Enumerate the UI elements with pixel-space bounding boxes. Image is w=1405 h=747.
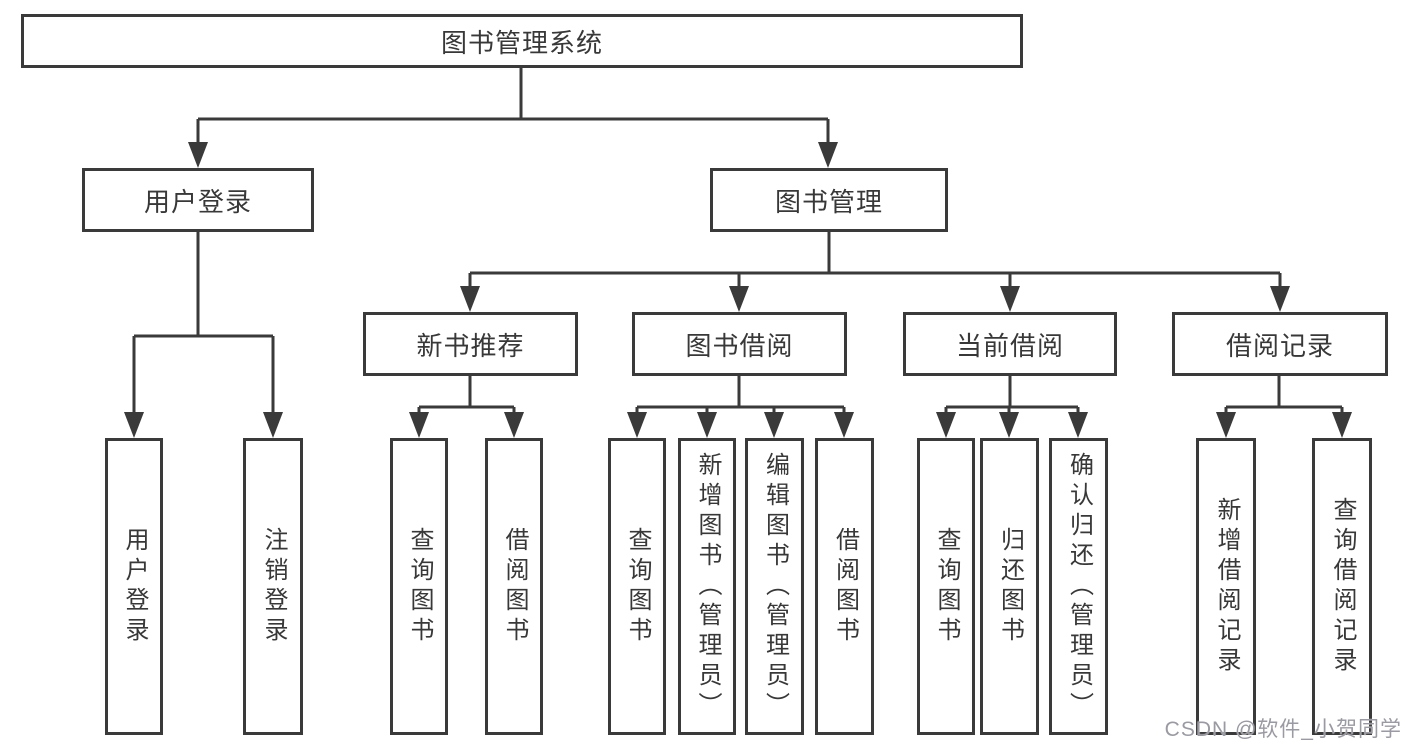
node-book-borrow: 图书借阅 [632,312,847,376]
node-book-management: 图书管理 [710,168,948,232]
node-query-borrow-record: 查询借阅记录 [1312,438,1372,735]
leaf-label: 查询借阅记录 [1329,496,1356,677]
node-user-login: 用户登录 [82,168,314,232]
node-add-borrow-record: 新增借阅记录 [1196,438,1256,735]
node-current-borrow: 当前借阅 [903,312,1117,376]
node-confirm-return-admin: 确认归还（管理员） [1049,438,1108,735]
leaf-label: 注销登录 [260,526,287,647]
node-return-book: 归还图书 [980,438,1039,735]
leaf-label: 借阅图书 [501,526,528,647]
leaf-label: 新增图书（管理员） [694,451,721,722]
node-root-system: 图书管理系统 [21,14,1023,68]
leaf-label: 确认归还（管理员） [1065,451,1093,722]
node-query-book-3: 查询图书 [917,438,975,735]
node-borrow-book-2: 借阅图书 [815,438,874,735]
node-query-book-2: 查询图书 [608,438,666,735]
leaf-label: 用户登录 [121,526,148,647]
leaf-label: 新增借阅记录 [1213,496,1240,677]
leaf-label: 查询图书 [933,526,960,647]
node-user-login-leaf: 用户登录 [105,438,163,735]
leaf-label: 编辑图书（管理员） [761,451,789,722]
leaf-label: 归还图书 [996,526,1024,647]
node-borrow-records: 借阅记录 [1172,312,1388,376]
node-edit-book-admin: 编辑图书（管理员） [745,438,804,735]
leaf-label: 借阅图书 [831,526,859,647]
leaf-label: 查询图书 [624,526,651,647]
node-query-book-1: 查询图书 [390,438,448,735]
node-new-book-recommend: 新书推荐 [363,312,578,376]
node-add-book-admin: 新增图书（管理员） [678,438,736,735]
watermark-text: CSDN @软件_小贺同学 [1164,718,1402,741]
node-logout: 注销登录 [243,438,303,735]
node-borrow-book-1: 借阅图书 [485,438,543,735]
leaf-label: 查询图书 [406,526,433,647]
